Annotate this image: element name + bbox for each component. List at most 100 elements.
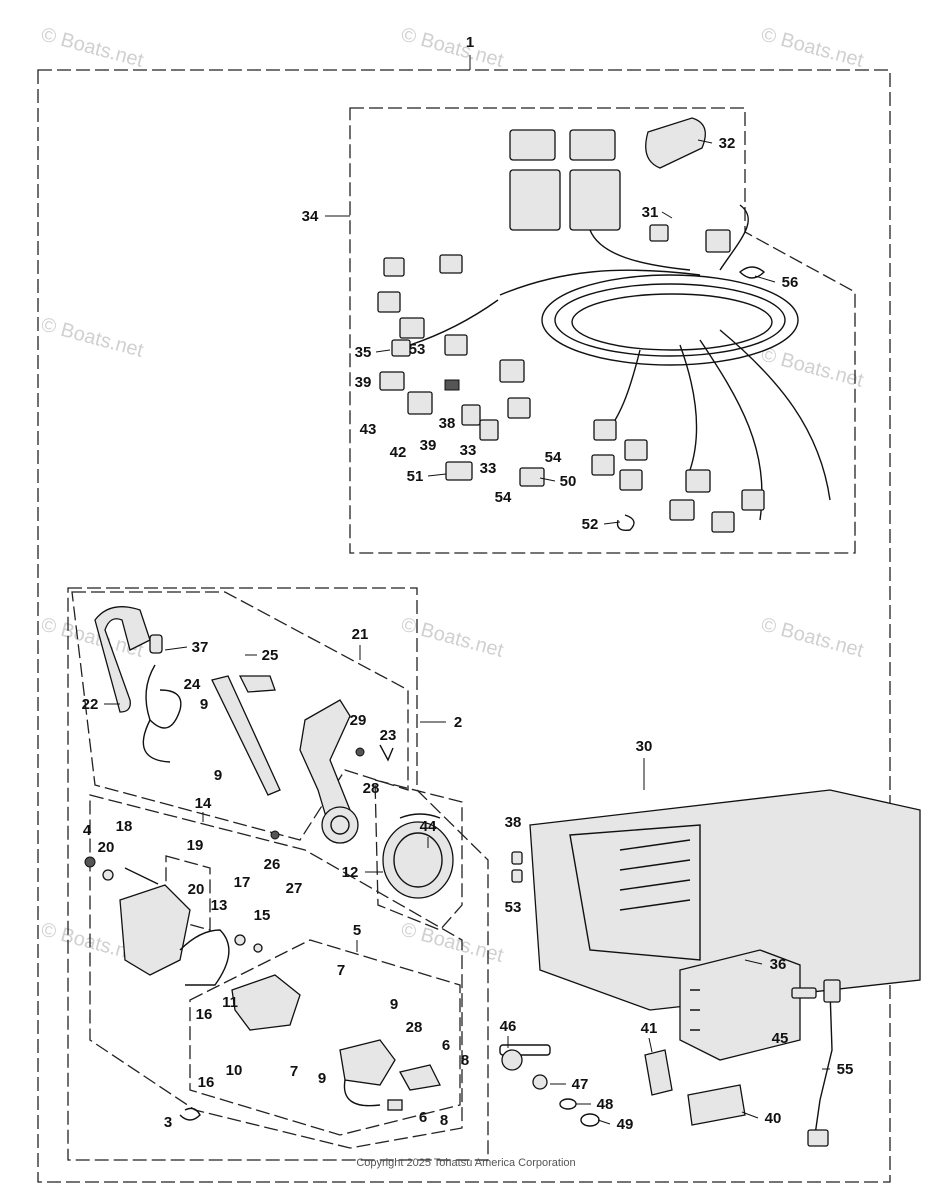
callout-53: 53 (409, 341, 426, 358)
callout-9: 9 (200, 696, 208, 713)
callout-30: 30 (636, 738, 653, 755)
callout-32: 32 (719, 135, 736, 152)
callout-26: 26 (264, 856, 281, 873)
callout-21: 21 (352, 626, 369, 643)
callout-51: 51 (407, 468, 424, 485)
callout-9: 9 (390, 996, 398, 1013)
callout-1: 1 (466, 34, 474, 51)
callout-56: 56 (782, 274, 799, 291)
leader-line (744, 959, 763, 965)
callout-45: 45 (772, 1030, 789, 1047)
ecu-illustration (499, 789, 921, 1147)
copyright-text: Copyright 2025 Tohatsu America Corporati… (356, 1157, 575, 1169)
callout-8: 8 (440, 1112, 448, 1129)
cover-sub-box (374, 779, 463, 931)
callout-39: 39 (420, 437, 437, 454)
callout-55: 55 (837, 1061, 854, 1078)
callout-40: 40 (765, 1110, 782, 1127)
callout-33: 33 (460, 442, 477, 459)
harness-box (349, 107, 856, 554)
callout-9: 9 (318, 1070, 326, 1087)
callout-29: 29 (350, 712, 367, 729)
callout-4: 4 (83, 822, 92, 839)
callout-43: 43 (360, 421, 377, 438)
watermark-text: © Boats.net (759, 24, 866, 72)
callout-13: 13 (211, 897, 228, 914)
leader-line (754, 275, 776, 283)
watermark-text: © Boats.net (759, 614, 866, 662)
callout-10: 10 (226, 1062, 243, 1079)
callout-23: 23 (380, 727, 397, 744)
callout-46: 46 (500, 1018, 517, 1035)
callout-52: 52 (582, 516, 599, 533)
leader-line (603, 521, 621, 525)
callout-31: 31 (642, 204, 659, 221)
callout-16: 16 (196, 1006, 213, 1023)
watermark-text: © Boats.net (39, 24, 146, 72)
callout-9: 9 (214, 767, 222, 784)
lever-sub-box (71, 591, 409, 841)
callout-22: 22 (82, 696, 99, 713)
leader-line (741, 1111, 759, 1119)
leader-line (697, 139, 713, 144)
switch-sub-box (189, 939, 461, 1136)
callout-3: 3 (164, 1114, 172, 1131)
callout-42: 42 (390, 444, 407, 461)
callout-15: 15 (254, 907, 271, 924)
watermark-text: © Boats.net (399, 614, 506, 662)
callout-12: 12 (342, 864, 359, 881)
callout-27: 27 (286, 880, 303, 897)
callout-16: 16 (198, 1074, 215, 1091)
callout-36: 36 (770, 956, 787, 973)
callout-5: 5 (353, 922, 361, 939)
housing-sub-box (89, 794, 463, 1149)
leader-line (164, 646, 188, 651)
leader-line (661, 211, 673, 219)
callout-17: 17 (234, 874, 251, 891)
leader-line (648, 1037, 653, 1053)
callout-41: 41 (641, 1020, 658, 1037)
callout-7: 7 (290, 1063, 298, 1080)
callout-38: 38 (505, 814, 522, 831)
callout-20: 20 (188, 881, 205, 898)
callout-24: 24 (184, 676, 201, 693)
callout-44: 44 (420, 818, 437, 835)
watermark-text: © Boats.net (39, 314, 146, 362)
callout-37: 37 (192, 639, 209, 656)
leader-line (375, 349, 391, 353)
main-assembly-box (37, 69, 891, 1183)
callout-6: 6 (442, 1037, 450, 1054)
callout-50: 50 (560, 473, 577, 490)
callout-14: 14 (195, 795, 212, 812)
callout-34: 34 (302, 208, 319, 225)
callout-18: 18 (116, 818, 133, 835)
control-illustration (84, 606, 454, 1121)
leader-line (597, 1119, 611, 1125)
watermark-text: © Boats.net (759, 344, 866, 392)
leader-line (539, 477, 556, 482)
callout-28: 28 (406, 1019, 423, 1036)
callout-7: 7 (337, 962, 345, 979)
callout-54: 54 (545, 449, 562, 466)
callout-8: 8 (461, 1052, 469, 1069)
leader-lines (104, 55, 830, 1125)
callout-25: 25 (262, 647, 279, 664)
watermark-text: © Boats.net (399, 919, 506, 967)
callout-11: 11 (222, 994, 238, 1011)
callout-28: 28 (363, 780, 380, 797)
callout-38: 38 (439, 415, 456, 432)
callout-39: 39 (355, 374, 372, 391)
callout-33: 33 (480, 460, 497, 477)
leader-line (427, 473, 447, 477)
callout-20: 20 (98, 839, 115, 856)
callout-6: 6 (419, 1109, 427, 1126)
watermark-text: © Boats.net (399, 24, 506, 72)
control-box (67, 587, 489, 1161)
callout-2: 2 (454, 714, 462, 731)
callout-19: 19 (187, 837, 204, 854)
harness-illustration (377, 117, 831, 533)
callout-49: 49 (617, 1116, 634, 1133)
callout-47: 47 (572, 1076, 589, 1093)
